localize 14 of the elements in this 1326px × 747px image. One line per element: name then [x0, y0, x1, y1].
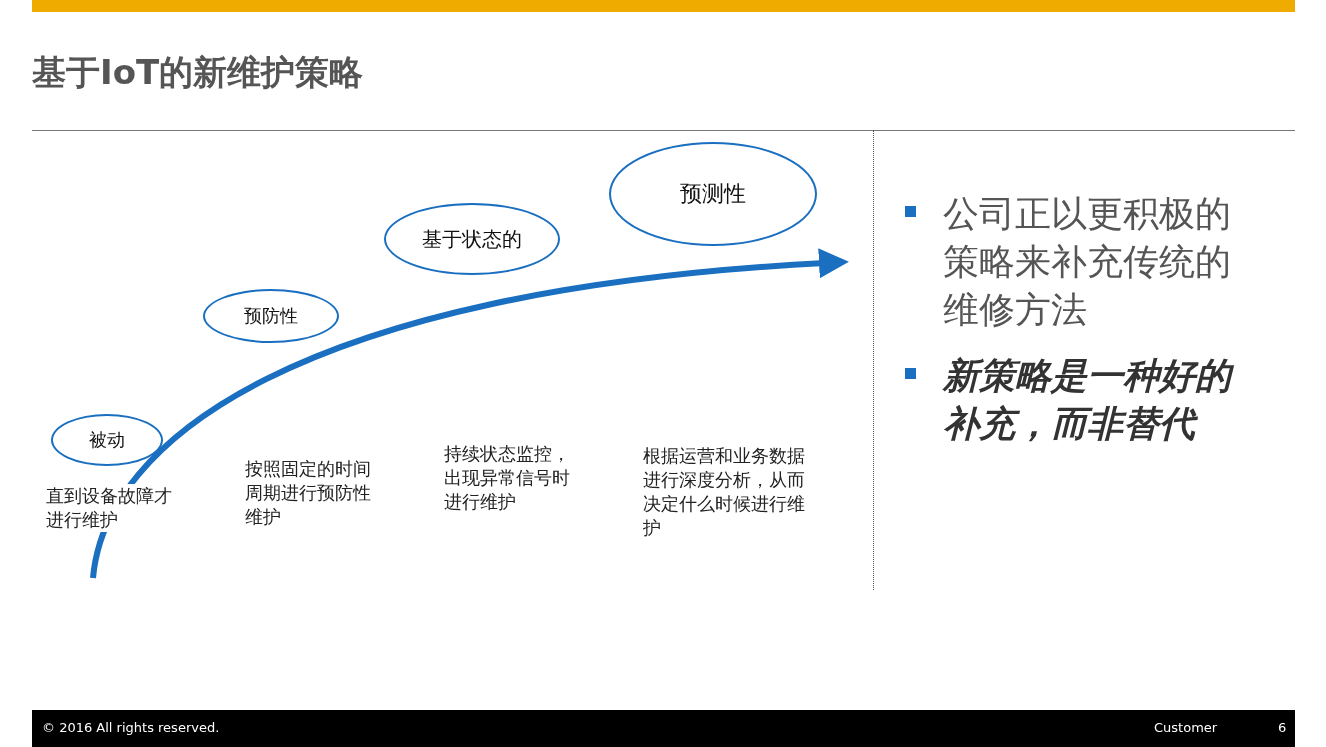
footer-text: © 2016 All rights reserved. [42, 720, 220, 735]
bullet-text: 新策略是一种好的补充，而非替代 [943, 352, 1243, 448]
stage-description: 根据运营和业务数据进行深度分析，从而决定什么时候进行维护 [643, 444, 806, 540]
stage-name: 基于状态的 [422, 225, 522, 253]
slide-title: 基于IoT的新维护策略 [32, 51, 364, 94]
footer-text: Customer [1154, 720, 1218, 735]
footer-text: 6 [1278, 720, 1287, 735]
stage-ellipse [51, 414, 163, 466]
stage-name: 预测性 [680, 180, 746, 208]
stage-description: 按照固定的时间周期进行预防性维护 [245, 457, 372, 529]
stage-name: 预防性 [244, 304, 298, 328]
stage-description: 持续状态监控，出现异常信号时进行维护 [444, 442, 571, 514]
stage-name: 被动 [89, 428, 125, 452]
bullet-text: 公司正以更积极的策略来补充传统的维修方法 [943, 192, 1232, 332]
